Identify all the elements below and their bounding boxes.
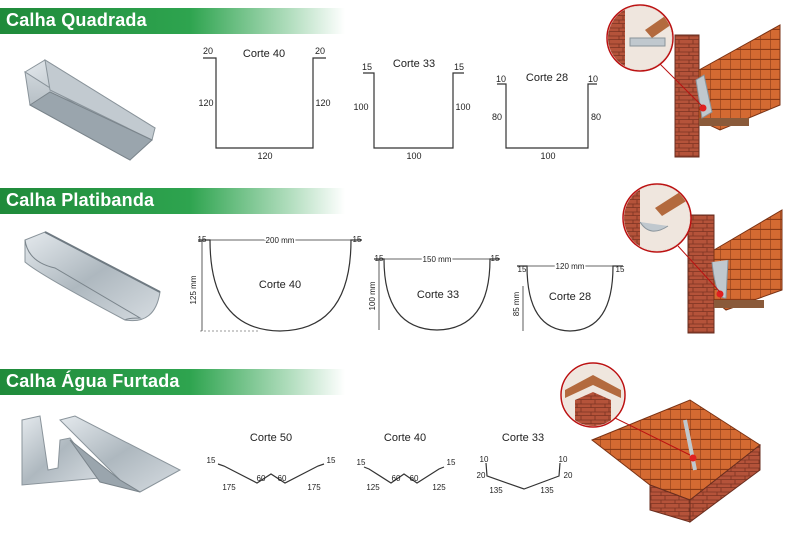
label-corte-agua-furtada-50: Corte 50 bbox=[250, 432, 292, 444]
dim-lip-right: 15 bbox=[616, 265, 625, 274]
dim-lip-right: 20 bbox=[315, 46, 325, 56]
dim-width: 200 mm bbox=[266, 236, 295, 245]
section-title-quadrada: Calha Quadrada bbox=[6, 10, 147, 30]
corte-platibanda-40 bbox=[198, 239, 362, 332]
corte-platibanda-33 bbox=[374, 258, 500, 331]
dim-lip-left: 10 bbox=[480, 455, 489, 464]
dim-lip-right: 15 bbox=[454, 62, 464, 72]
dim-slope-left: 175 bbox=[222, 483, 236, 492]
photo-calha-agua-furtada bbox=[21, 415, 182, 493]
dim-lip-left: 15 bbox=[357, 458, 366, 467]
label-corte-agua-furtada-33: Corte 33 bbox=[502, 432, 544, 444]
corte-quadrada-40 bbox=[203, 57, 326, 149]
label-corte-platibanda-33: Corte 33 bbox=[417, 289, 459, 301]
dim-lip-right: 15 bbox=[353, 235, 362, 244]
corte-agua-furtada-50 bbox=[217, 463, 325, 484]
label-corte-platibanda-40: Corte 40 bbox=[259, 279, 301, 291]
dim-slope-right: 175 bbox=[307, 483, 321, 492]
photo-calha-platibanda bbox=[24, 231, 161, 322]
dim-side-left: 120 bbox=[198, 98, 213, 108]
dim-mid-left: 60 bbox=[257, 474, 266, 483]
dim-lip-left: 15 bbox=[198, 235, 207, 244]
dim-mid-right: 60 bbox=[410, 474, 419, 483]
dim-lip-right: 15 bbox=[491, 254, 500, 263]
dim-mid-right: 60 bbox=[278, 474, 287, 483]
dim-slope-left: 135 bbox=[489, 486, 503, 495]
dim-bottom: 120 bbox=[257, 151, 272, 161]
dim-lip-right: 10 bbox=[559, 455, 568, 464]
dim-slope-left: 125 bbox=[366, 483, 380, 492]
dim-lip-right: 15 bbox=[327, 456, 336, 465]
dim-lip-left: 15 bbox=[207, 456, 216, 465]
section-banner-agua-furtada: Calha Água Furtada bbox=[0, 369, 345, 395]
label-corte-quadrada-40: Corte 40 bbox=[243, 48, 285, 60]
corte-platibanda-28 bbox=[517, 265, 623, 332]
illustration-install-platibanda bbox=[622, 183, 783, 334]
dim-lip-left: 15 bbox=[375, 254, 384, 263]
label-corte-quadrada-33: Corte 33 bbox=[393, 58, 435, 70]
label-corte-platibanda-28: Corte 28 bbox=[549, 291, 591, 303]
dim-lip2-right: 20 bbox=[564, 471, 573, 480]
dim-lip-left: 15 bbox=[518, 265, 527, 274]
dim-bottom: 100 bbox=[540, 151, 555, 161]
dim-lip-right: 15 bbox=[447, 458, 456, 467]
dim-lip-left: 10 bbox=[496, 74, 506, 84]
section-banner-quadrada: Calha Quadrada bbox=[0, 8, 345, 34]
dim-lip-left: 20 bbox=[203, 46, 213, 56]
section-title-platibanda: Calha Platibanda bbox=[6, 190, 155, 210]
dim-slope-right: 125 bbox=[432, 483, 446, 492]
dim-depth: 100 mm bbox=[368, 281, 377, 310]
section-banner-platibanda: Calha Platibanda bbox=[0, 188, 345, 214]
label-corte-quadrada-28: Corte 28 bbox=[526, 72, 568, 84]
dim-width: 150 mm bbox=[423, 255, 452, 264]
label-corte-agua-furtada-40: Corte 40 bbox=[384, 432, 426, 444]
dim-lip-right: 10 bbox=[588, 74, 598, 84]
corte-quadrada-33 bbox=[363, 72, 464, 149]
dim-slope-right: 135 bbox=[540, 486, 554, 495]
illustration-install-quadrada bbox=[606, 4, 781, 158]
dim-side-right: 120 bbox=[315, 98, 330, 108]
dim-lip-left: 15 bbox=[362, 62, 372, 72]
section-title-agua-furtada: Calha Água Furtada bbox=[6, 371, 180, 391]
dim-depth: 85 mm bbox=[512, 291, 521, 316]
corte-agua-furtada-33 bbox=[485, 462, 561, 490]
corte-agua-furtada-40 bbox=[363, 466, 445, 484]
dim-lip2-left: 20 bbox=[477, 471, 486, 480]
photo-calha-quadrada bbox=[24, 58, 157, 161]
dim-side-left: 100 bbox=[353, 102, 368, 112]
illustration-install-agua-furtada bbox=[560, 362, 761, 523]
dim-side-right: 80 bbox=[591, 112, 601, 122]
dim-depth: 125 mm bbox=[189, 275, 198, 304]
dim-mid-left: 60 bbox=[392, 474, 401, 483]
dim-bottom: 100 bbox=[406, 151, 421, 161]
dim-width: 120 mm bbox=[556, 262, 585, 271]
dim-side-right: 100 bbox=[455, 102, 470, 112]
dim-side-left: 80 bbox=[492, 112, 502, 122]
corte-quadrada-28 bbox=[497, 83, 597, 149]
